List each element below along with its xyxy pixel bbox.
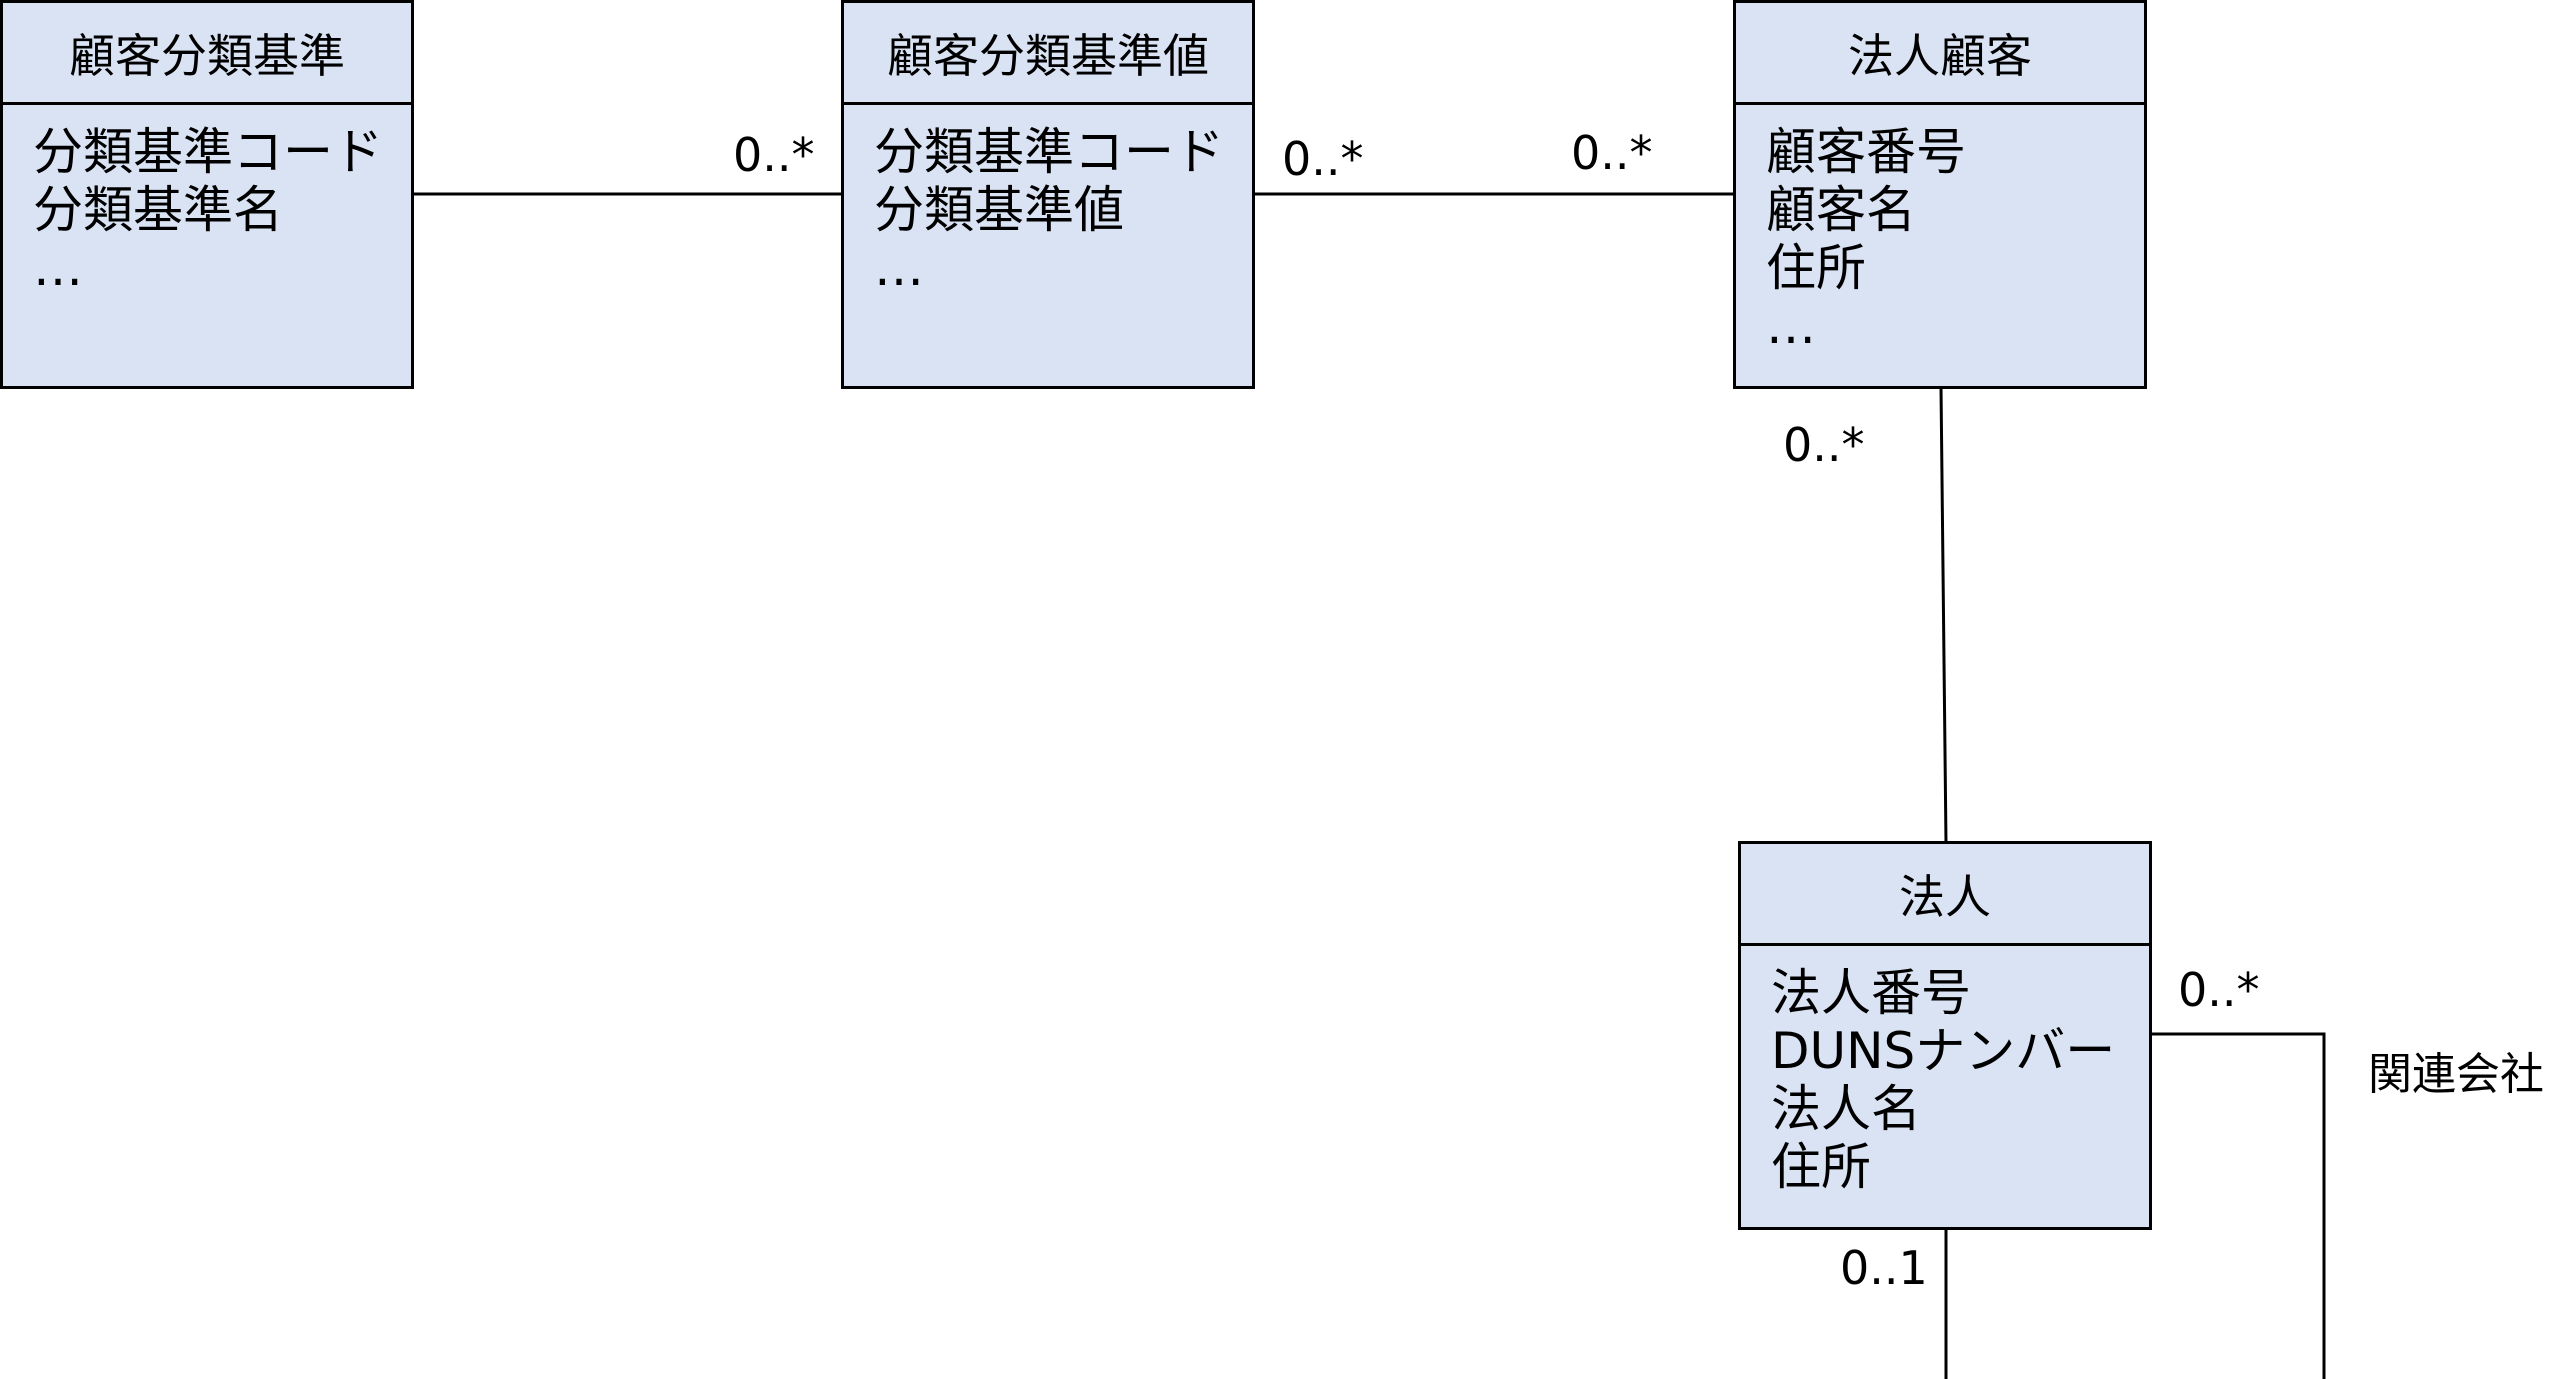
- attribute-list: 法人番号 DUNSナンバー 法人名 住所: [1741, 946, 2149, 1196]
- attribute: 顧客名: [1766, 181, 1916, 239]
- attribute: …: [874, 239, 924, 297]
- attribute: 分類基準コード: [33, 123, 383, 181]
- attribute: 分類基準コード: [874, 123, 1224, 181]
- class-name: 顧客分類基準値: [844, 3, 1252, 105]
- attribute-list: 顧客番号 顧客名 住所 …: [1736, 105, 2144, 355]
- attribute: DUNSナンバー: [1771, 1022, 2116, 1080]
- class-classification-standard[interactable]: 顧客分類基準 分類基準コード 分類基準名 …: [0, 0, 414, 389]
- multiplicity-label: 0..*: [2178, 963, 2260, 1017]
- multiplicity-label: 0..*: [1783, 418, 1865, 472]
- attribute: …: [1766, 297, 1816, 355]
- class-name: 法人顧客: [1736, 3, 2144, 105]
- attribute-list: 分類基準コード 分類基準名 …: [3, 105, 411, 297]
- multiplicity-label: 0..*: [1282, 132, 1364, 186]
- class-classification-value[interactable]: 顧客分類基準値 分類基準コード 分類基準値 …: [841, 0, 1255, 389]
- attribute: …: [33, 239, 83, 297]
- attribute: 分類基準値: [874, 181, 1124, 239]
- attribute: 住所: [1766, 239, 1866, 297]
- class-name: 顧客分類基準: [3, 3, 411, 105]
- assoc-line-customer-corporation: [1939, 386, 1948, 844]
- multiplicity-label: 0..*: [733, 128, 815, 182]
- attribute: 顧客番号: [1766, 123, 1966, 181]
- attribute: 法人名: [1771, 1080, 1921, 1138]
- class-corporate-customer[interactable]: 法人顧客 顧客番号 顧客名 住所 …: [1733, 0, 2147, 389]
- multiplicity-label: 0..1: [1840, 1241, 1928, 1295]
- attribute: 分類基準名: [33, 181, 283, 239]
- attribute: 法人番号: [1771, 964, 1971, 1022]
- multiplicity-label: 0..*: [1571, 126, 1653, 180]
- attribute-list: 分類基準コード 分類基準値 …: [844, 105, 1252, 297]
- class-name: 法人: [1741, 844, 2149, 946]
- assoc-line-self-related: [1944, 1032, 2326, 1379]
- attribute: 住所: [1771, 1138, 1871, 1196]
- role-label-related-company: 関連会社: [2368, 1049, 2544, 1100]
- class-corporation[interactable]: 法人 法人番号 DUNSナンバー 法人名 住所: [1738, 841, 2152, 1230]
